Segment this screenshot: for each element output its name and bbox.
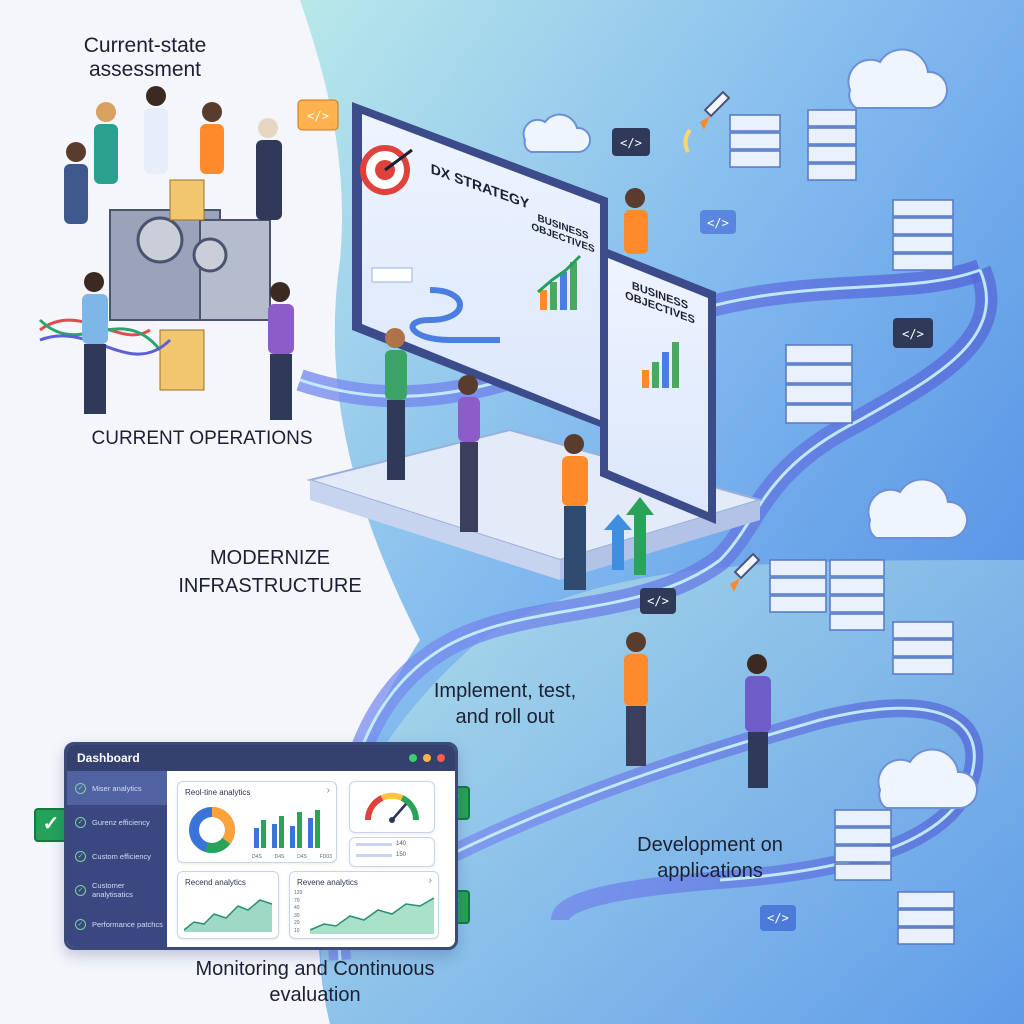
realtime-analytics-card[interactable]: Reol-tine analytics › D4S D4S D4S FD03 [177, 781, 337, 863]
card-title: Recend analytics [185, 878, 246, 887]
tick-label: 70 [294, 897, 300, 904]
gauge-value: 140 [396, 841, 407, 847]
sidebar-item-gurenz-efficiency[interactable]: ✓ Gurenz efficiency [67, 805, 167, 839]
sidebar-item-label: Custom efficiency [92, 851, 152, 861]
tick-label: 30 [294, 912, 300, 919]
chevron-right-icon[interactable]: › [326, 785, 330, 796]
chevron-right-icon[interactable]: › [428, 875, 432, 886]
gauge-icon [364, 792, 420, 823]
sidebar-item-label: Customer analytisatics [92, 881, 133, 899]
sidebar-item-custom-efficiency[interactable]: ✓ Custom efficiency [67, 839, 167, 873]
revenue-analytics-card[interactable]: Revene analytics › 120 70 40 30 20 10 [289, 871, 439, 939]
gauge-card[interactable] [349, 781, 435, 833]
gauge-value: 150 [396, 852, 407, 858]
label-modernize-infrastructure: MODERNIZE INFRASTRUCTURE [178, 547, 362, 597]
dashboard-sidebar: ✓ Miser analytics ✓ Gurenz efficiency ✓ Cus… [67, 771, 167, 947]
dashboard-title: Dashboard [77, 751, 140, 765]
svg-text:</>: </> [902, 327, 924, 341]
axis-ticks: D4S D4S D4S FD03 [252, 854, 332, 860]
svg-text:</>: </> [767, 911, 789, 925]
label-implement-test-rollout: Implement, test, and roll out [433, 680, 577, 728]
sidebar-item-performance-patches[interactable]: ✓ Performance patchcs [67, 907, 167, 941]
area-chart [310, 897, 434, 934]
donut-chart [189, 807, 235, 853]
tick-label: 40 [294, 905, 300, 912]
tick-label: D4S [297, 854, 307, 860]
card-title: Revene analytics [297, 878, 358, 887]
tick-label: 20 [294, 920, 300, 927]
svg-text:</>: </> [620, 136, 642, 150]
svg-text:</>: </> [707, 216, 729, 230]
dashboard-titlebar: Dashboard [67, 745, 455, 771]
sidebar-item-customer-analytics[interactable]: ✓ Customer analytisatics [67, 873, 167, 907]
window-controls [409, 754, 445, 762]
check-circle-icon: ✓ [75, 782, 86, 794]
sidebar-item-miser-analytics[interactable]: ✓ Miser analytics [67, 771, 167, 805]
svg-text:</>: </> [647, 594, 669, 608]
tick-label: 10 [294, 927, 300, 934]
value-row: 150 [356, 852, 406, 858]
label-monitoring-evaluation: Monitoring and Continuous evaluation [195, 958, 435, 1006]
dashboard-panel: Dashboard ✓ Miser analytics ✓ Gurenz effic… [64, 742, 458, 950]
tick-label: D4S [274, 854, 285, 860]
value-row: 140 [356, 841, 406, 847]
label-development-applications: Development on applications [637, 834, 783, 882]
tick-label: FD03 [319, 854, 332, 860]
sidebar-item-label: Gurenz efficiency [92, 817, 150, 827]
minimize-dot-icon[interactable] [423, 754, 431, 762]
tick-label: 120 [294, 890, 303, 896]
label-current-operations: CURRENT OPERATIONS [91, 428, 313, 449]
y-axis-ticks: 120 70 40 30 20 10 [294, 890, 302, 934]
check-icon: ✓ [34, 808, 68, 842]
label-current-state-assessment: Current-state assessment [83, 34, 207, 81]
maximize-dot-icon[interactable] [409, 754, 417, 762]
bar-chart [254, 810, 320, 848]
check-circle-icon: ✓ [75, 816, 86, 828]
check-circle-icon: ✓ [75, 884, 86, 896]
recend-analytics-card[interactable]: Recend analytics [177, 871, 279, 939]
sidebar-item-label: Performance patchcs [92, 919, 163, 929]
tick-label: D4S [252, 854, 262, 860]
sidebar-item-label: Miser analytics [92, 783, 142, 793]
area-chart [184, 899, 272, 932]
svg-text:</>: </> [307, 109, 329, 123]
card-title: Reol-tine analytics [185, 788, 251, 797]
close-dot-icon[interactable] [437, 754, 445, 762]
check-circle-icon: ✓ [75, 850, 86, 862]
gauge-values-card: 140 150 [349, 837, 435, 867]
check-circle-icon: ✓ [75, 918, 86, 930]
